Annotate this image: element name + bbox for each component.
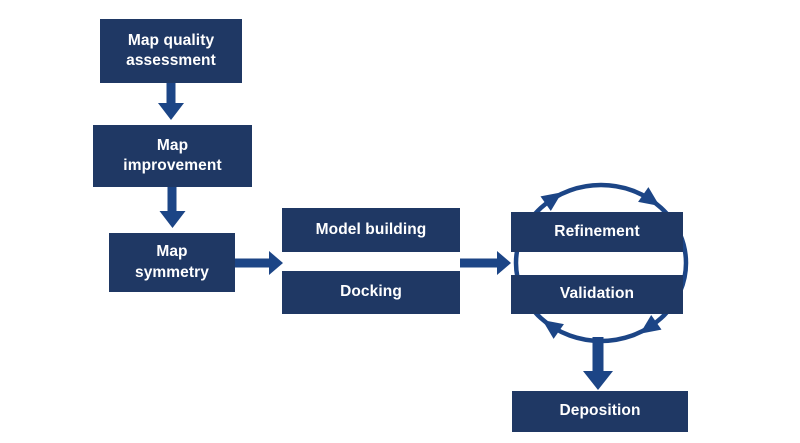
arrow-map-improvement-to-map-symmetry [159,187,186,228]
cycle-arrowhead-top-right [638,187,660,206]
arrow-model-building-to-refinement [460,251,511,275]
node-validation: Validation [511,275,683,314]
node-refinement: Refinement [511,212,683,252]
refinement-validation-cycle [513,182,689,344]
cycle-arrowhead-top-left [540,192,563,212]
node-map-improvement: Map improvement [93,125,252,187]
arrow-map-symmetry-to-model-building [235,251,283,275]
node-model-building: Model building [282,208,460,252]
arrow-map-quality-to-map-improvement [158,83,184,120]
node-map-quality-assessment: Map quality assessment [100,19,242,83]
cycle-arrowhead-bottom-right [639,314,662,334]
cycle-arrowhead-bottom-left [542,320,564,339]
arrow-cycle-to-deposition [583,337,613,390]
node-docking: Docking [282,271,460,314]
node-map-symmetry: Map symmetry [109,233,235,292]
node-deposition: Deposition [512,391,688,432]
